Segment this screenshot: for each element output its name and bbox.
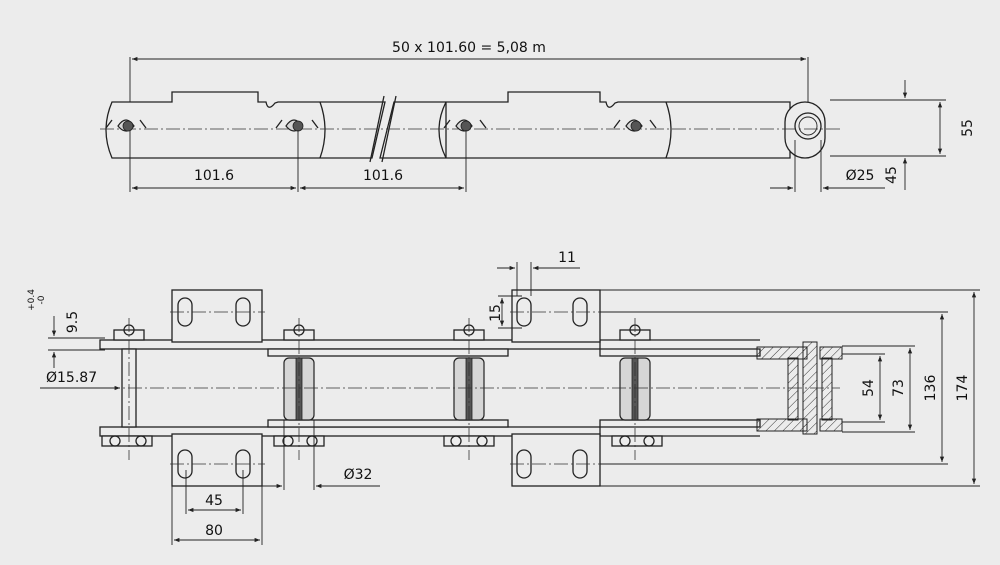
tolerance-upper: +0.4	[27, 289, 37, 311]
section-hatch	[819, 418, 843, 432]
pitch-label-2: 101.6	[363, 168, 403, 184]
roller-dia-label: Ø32	[344, 467, 373, 483]
hole-dia-label: Ø25	[846, 168, 875, 184]
dim-136-label: 136	[923, 375, 939, 402]
plate-joint	[319, 101, 326, 159]
tolerance-lower: -0	[37, 295, 47, 304]
end-hole	[794, 112, 822, 140]
height-label: 55	[960, 119, 976, 137]
overall-length-label: 50 x 101.60 = 5,08 m	[392, 40, 546, 56]
dim-54-label: 54	[861, 379, 877, 397]
top-view: 50 x 101.60 = 5,08 m	[100, 40, 976, 192]
dim-80-label: 80	[205, 523, 223, 539]
bush-dia-label: Ø15.87	[46, 370, 97, 386]
section-hatch	[819, 346, 843, 360]
plate-thick-label: 9.5	[65, 311, 81, 333]
dim-15-label: 15	[488, 304, 504, 322]
pitch-label-1: 101.6	[194, 168, 234, 184]
attachment	[105, 119, 147, 132]
end-plate	[784, 101, 826, 159]
plate-joint	[665, 101, 672, 159]
inner-bar-bottom-right	[599, 419, 761, 428]
section-bush	[787, 357, 799, 421]
inner-bar-top	[267, 348, 509, 357]
inner-bar-top-right	[599, 348, 761, 357]
dim-45-label: 45	[205, 493, 223, 509]
end-hole-inner	[798, 116, 818, 136]
side-view: +0.4 -0 9.5 Ø15.87 15 11 Ø32 45 80	[27, 250, 980, 545]
plate-joint	[438, 101, 447, 159]
attachment	[613, 119, 657, 132]
attachment	[275, 119, 319, 132]
attachment	[443, 119, 487, 132]
offset-label: 45	[884, 166, 900, 184]
section-hatch	[756, 418, 808, 432]
section-hatch	[756, 346, 808, 360]
inner-bar-bottom	[267, 419, 509, 428]
top-chain-segment-left	[105, 91, 386, 159]
dim-73-label: 73	[891, 379, 907, 397]
dim-174-label: 174	[955, 375, 971, 402]
dim-11-label: 11	[558, 250, 576, 266]
section-bush	[821, 357, 833, 421]
